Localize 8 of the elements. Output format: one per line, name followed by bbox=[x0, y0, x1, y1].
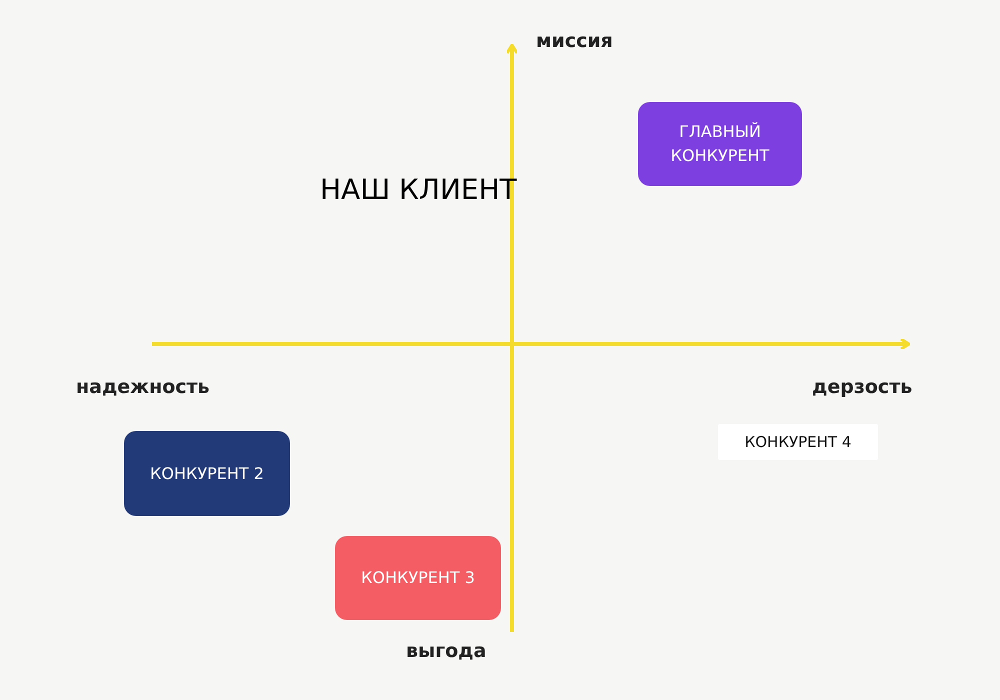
competitor-box: КОНКУРЕНТ 3 bbox=[335, 536, 501, 620]
axis-label: дерзость bbox=[812, 376, 912, 398]
axis-label: миссия bbox=[536, 30, 613, 52]
axis-label: надежность bbox=[76, 376, 210, 398]
competitor-box: ГЛАВНЫЙ КОНКУРЕНТ bbox=[638, 102, 802, 186]
axis-label: выгода bbox=[406, 640, 486, 662]
competitor-box: КОНКУРЕНТ 2 bbox=[124, 431, 290, 516]
competitor-box: КОНКУРЕНТ 4 bbox=[718, 424, 878, 460]
